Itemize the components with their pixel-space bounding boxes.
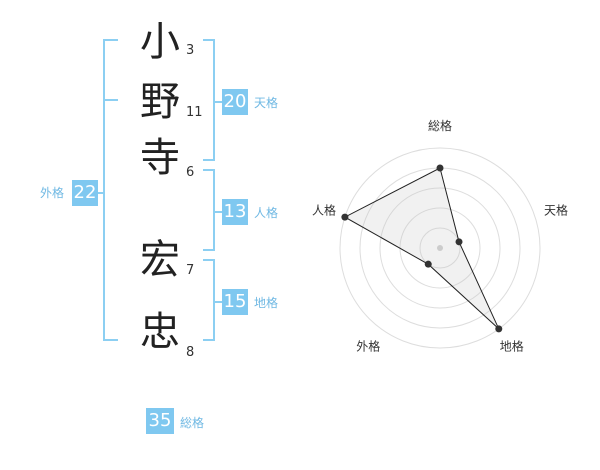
radar-area [343, 167, 500, 330]
radar-points [341, 164, 503, 333]
radar-point-3 [495, 325, 503, 333]
radar-grid-ring [379, 187, 501, 309]
radar-point-5 [341, 213, 349, 221]
radar-axis-label-3: 地格 [500, 339, 524, 354]
tenkaku-label: 天格 [254, 96, 279, 110]
chikaku-label: 地格 [254, 296, 279, 310]
radar-grid-ring [339, 147, 541, 349]
radar-axis-label-1: 総格 [428, 118, 452, 133]
chikaku-value: 15 [222, 289, 248, 315]
gaikaku-label: 外格 [40, 186, 65, 200]
gaikaku-value: 22 [72, 180, 98, 206]
stroke-count-5: 8 [186, 345, 195, 360]
jinkaku-value: 13 [222, 199, 248, 225]
name-char-4: 宏 [140, 237, 180, 283]
tenkaku-bracket [203, 39, 215, 161]
name-char-2: 野 [140, 79, 180, 125]
chikaku-bracket [203, 259, 215, 341]
radar-axis-label-5: 人格 [312, 202, 336, 217]
radar-axis-label-2: 天格 [544, 202, 568, 217]
name-char-5: 忠 [140, 309, 180, 355]
radar-point-2 [455, 238, 463, 246]
gaikaku-bracket [103, 39, 118, 341]
stroke-count-3: 6 [186, 165, 195, 180]
name-char-1: 小 [140, 19, 180, 65]
radar-center-dot [437, 245, 443, 251]
soukaku-label: 総格 [180, 416, 205, 430]
name-char-3: 寺 [140, 135, 180, 181]
jinkaku-label: 人格 [254, 206, 279, 220]
jinkaku-bracket [203, 169, 215, 251]
radar-point-1 [436, 164, 444, 172]
stroke-count-2: 11 [186, 105, 203, 120]
radar-axis-label-4: 外格 [356, 339, 380, 354]
radar-point-4 [424, 260, 432, 268]
stroke-count-4: 7 [186, 263, 195, 278]
tenkaku-value: 20 [222, 89, 248, 115]
radar-grid-ring [419, 227, 461, 269]
soukaku-value: 35 [146, 408, 174, 434]
stroke-count-1: 3 [186, 43, 195, 58]
